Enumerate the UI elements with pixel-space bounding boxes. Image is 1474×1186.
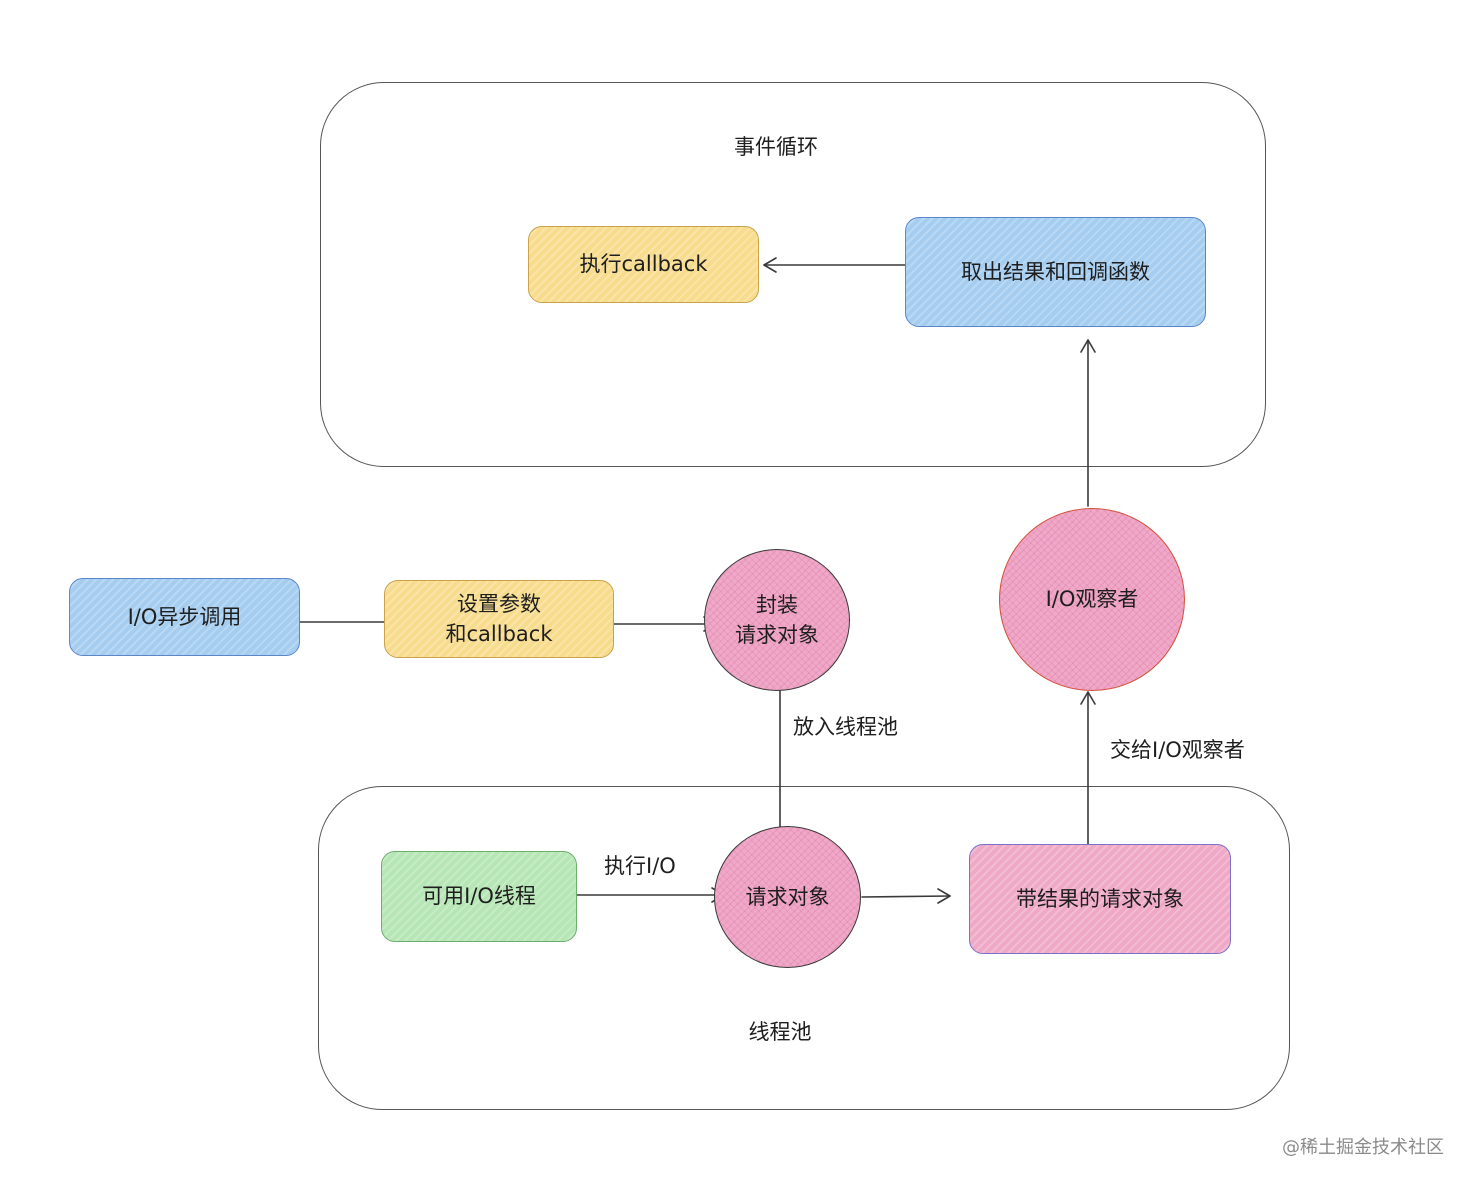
request-object-node: 请求对象 bbox=[714, 826, 861, 968]
exec-callback-label: 执行callback bbox=[579, 252, 708, 277]
thread-pool-label: 线程池 bbox=[748, 1020, 812, 1044]
event-loop-label: 事件循环 bbox=[734, 135, 818, 159]
set-params-line-2: 和callback bbox=[445, 622, 553, 646]
fetch-result-node: 取出结果和回调函数 bbox=[905, 217, 1206, 327]
io-observer-label: I/O观察者 bbox=[1045, 587, 1139, 612]
thread-pool-group bbox=[318, 786, 1290, 1110]
wrap-request-line-1: 封装 bbox=[756, 592, 798, 617]
exec-io-label: 执行I/O bbox=[604, 854, 676, 878]
set-params-node: 设置参数 和callback bbox=[384, 580, 614, 658]
event-loop-group bbox=[320, 82, 1266, 467]
exec-callback-node: 执行callback bbox=[528, 226, 759, 303]
io-async-call-label: I/O异步调用 bbox=[127, 604, 242, 629]
watermark-text: @稀土掘金技术社区 bbox=[1282, 1137, 1444, 1158]
put-thread-pool-label: 放入线程池 bbox=[793, 715, 898, 739]
request-with-result-node: 带结果的请求对象 bbox=[969, 844, 1231, 954]
wrap-request-node: 封装 请求对象 bbox=[704, 549, 850, 691]
set-params-line-1: 设置参数 bbox=[457, 591, 541, 616]
io-observer-node: I/O观察者 bbox=[999, 508, 1185, 691]
io-async-call-node: I/O异步调用 bbox=[69, 578, 300, 656]
available-thread-label: 可用I/O线程 bbox=[422, 884, 536, 909]
available-thread-node: 可用I/O线程 bbox=[381, 851, 577, 942]
fetch-result-label: 取出结果和回调函数 bbox=[961, 259, 1150, 284]
request-with-result-label: 带结果的请求对象 bbox=[1016, 886, 1184, 911]
request-object-label: 请求对象 bbox=[745, 884, 830, 909]
hand-to-observer-label: 交给I/O观察者 bbox=[1110, 738, 1245, 762]
wrap-request-line-2: 请求对象 bbox=[735, 623, 819, 647]
